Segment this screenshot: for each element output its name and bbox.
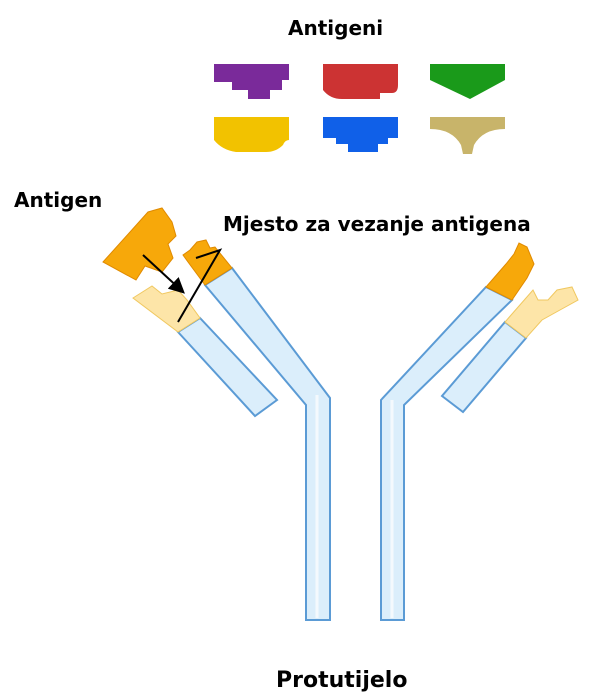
green-antigen-shape [430,64,505,99]
heavy-chain-right [381,243,534,620]
red-antigen-shape [323,64,398,99]
khaki-antigen-shape [430,117,505,154]
blue-antigen-shape [323,117,398,152]
antigen-legend [214,64,505,154]
bound-antigen [103,208,176,280]
heavy-chain-left [183,240,330,620]
purple-antigen-shape [214,64,289,99]
yellow-antigen-shape [214,117,289,152]
